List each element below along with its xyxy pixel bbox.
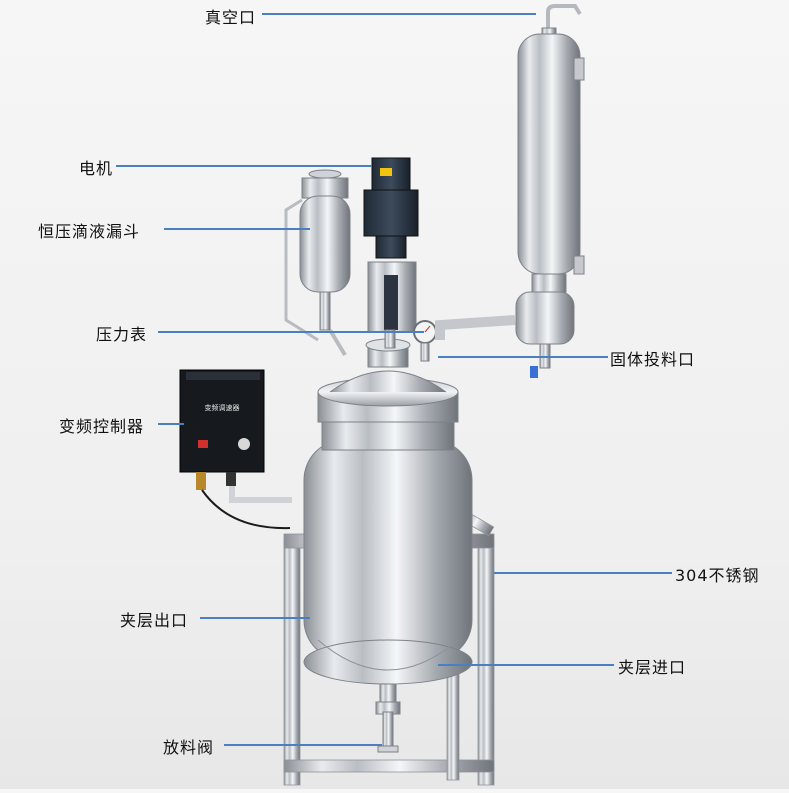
pressure-gauge: [413, 320, 437, 362]
lead-jacket-inlet: [438, 664, 614, 666]
lead-vacuum-port: [262, 13, 536, 15]
label-pressure-gauge: 压力表: [96, 325, 148, 344]
lead-solid-feed-port: [438, 356, 608, 358]
label-dropping-funnel: 恒压滴液漏斗: [38, 222, 141, 241]
lead-vfd: [158, 423, 184, 425]
lead-motor: [116, 165, 372, 167]
reactor-vessel: [303, 338, 473, 753]
lead-discharge-valve: [224, 744, 382, 746]
lead-pressure-gauge: [158, 331, 424, 333]
label-jacket-inlet: 夹层进口: [618, 658, 687, 677]
vfd-panel-text: 变频调速器: [205, 403, 240, 412]
condenser: [435, 4, 585, 378]
label-discharge-valve: 放料阀: [163, 738, 215, 757]
lead-material: [494, 572, 672, 574]
label-jacket-outlet: 夹层出口: [120, 611, 189, 630]
vfd-box: 变频调速器: [179, 369, 292, 530]
lead-jacket-outlet: [200, 617, 310, 619]
label-motor: 电机: [79, 159, 114, 178]
motor: [363, 157, 419, 349]
lead-dropping-funnel: [164, 228, 310, 230]
dropping-funnel: [284, 169, 351, 357]
label-material: 304不锈钢: [675, 566, 760, 585]
label-solid-feed-port: 固体投料口: [610, 350, 696, 369]
label-vacuum-port: 真空口: [205, 8, 257, 27]
label-vfd: 变频控制器: [59, 417, 145, 436]
